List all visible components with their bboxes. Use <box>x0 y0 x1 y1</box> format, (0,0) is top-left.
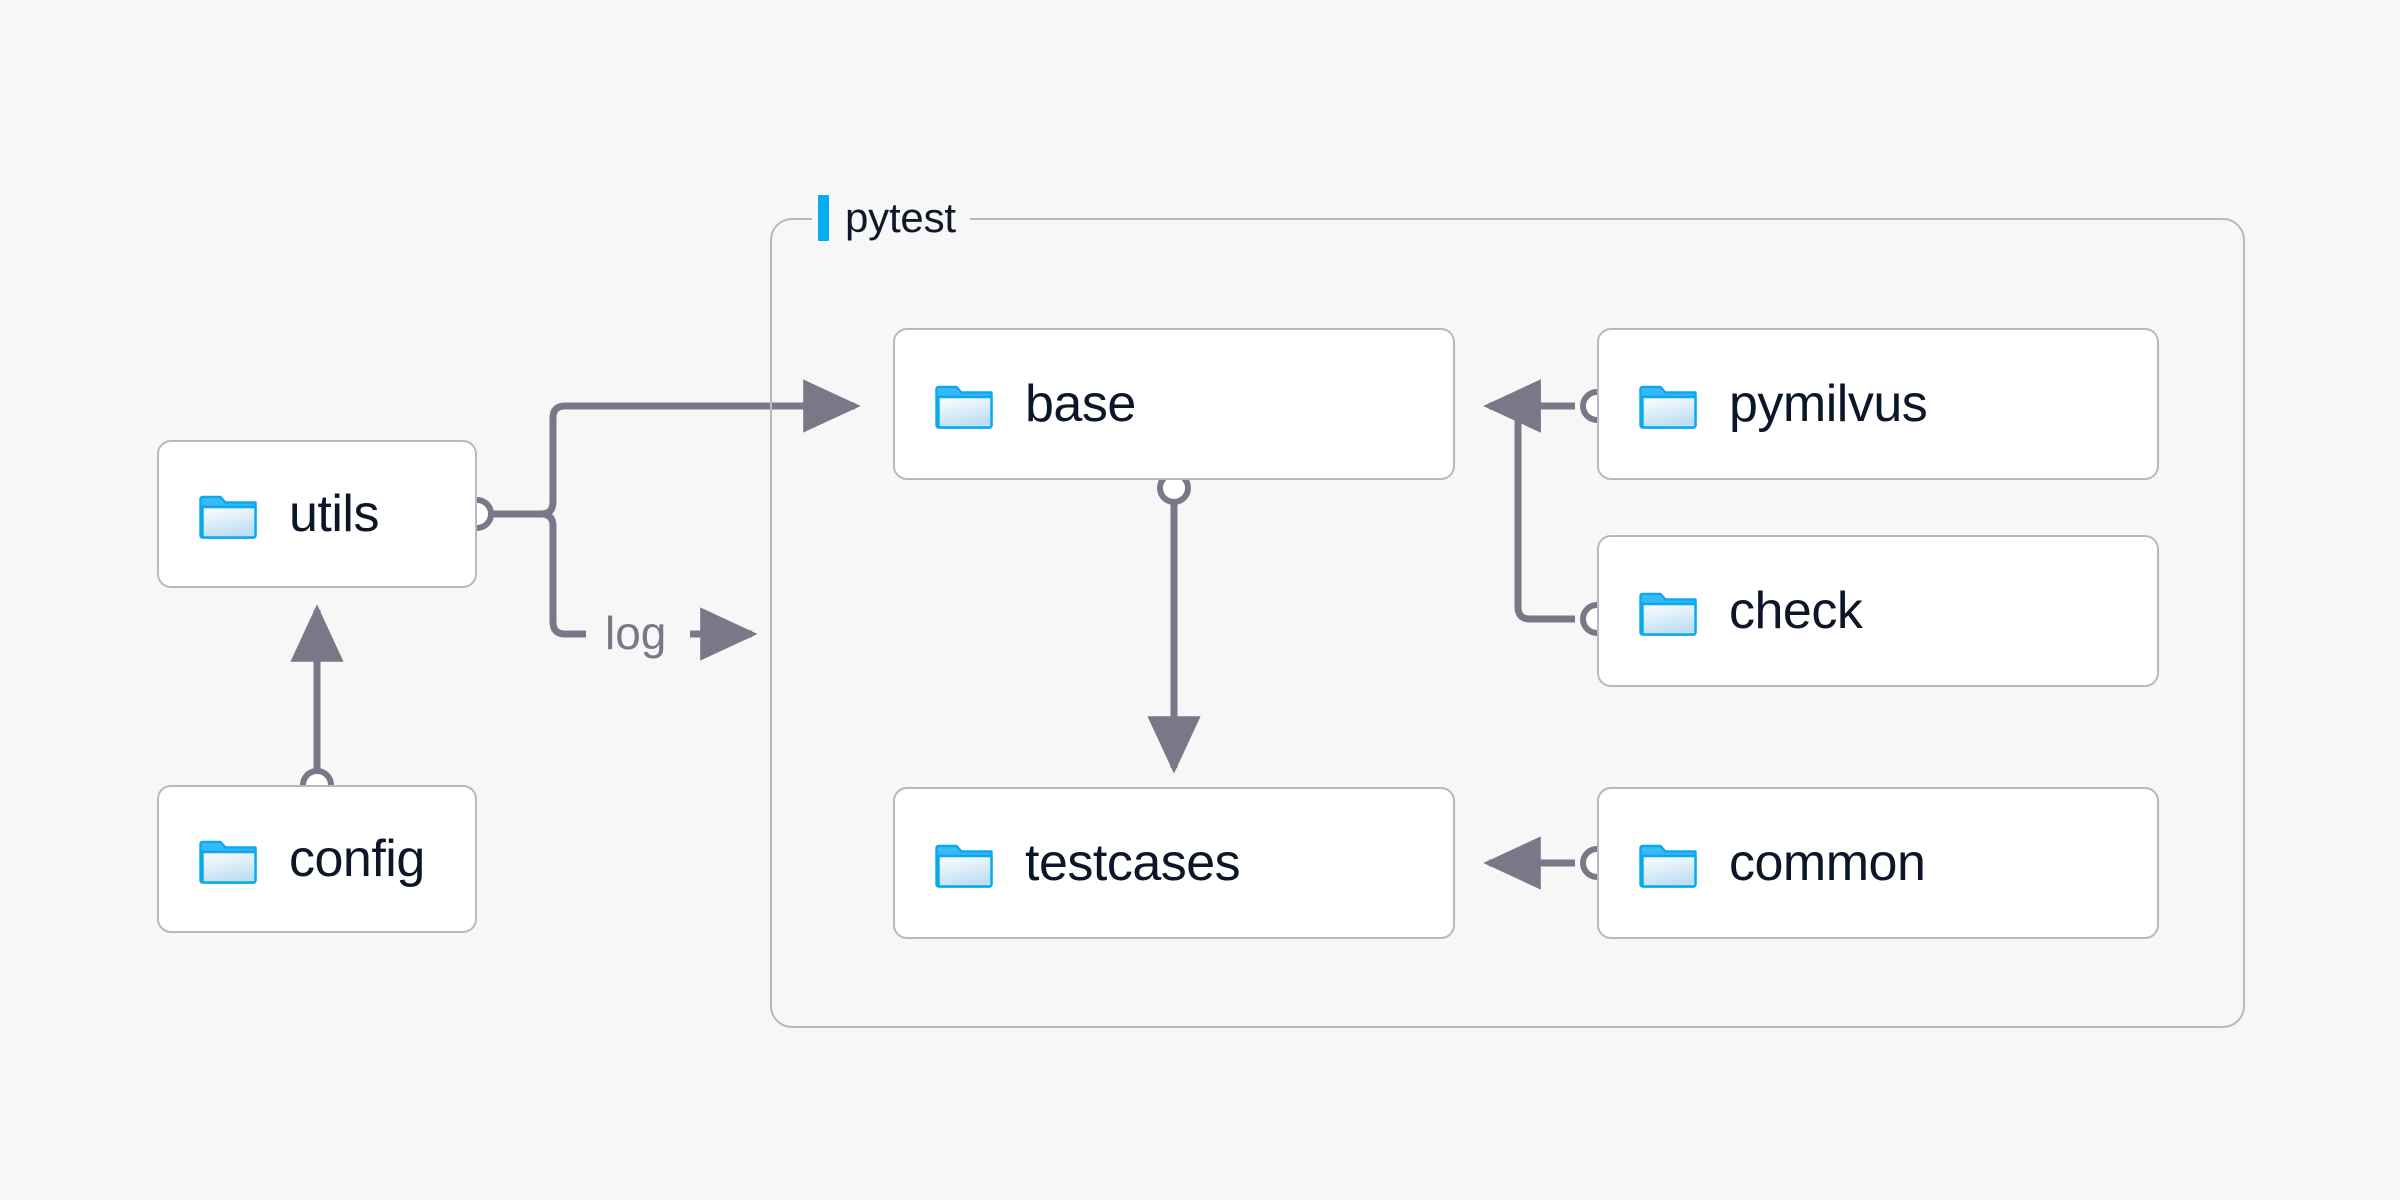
node-check[interactable]: check <box>1597 535 2159 687</box>
node-base[interactable]: base <box>893 328 1455 480</box>
node-testcases[interactable]: testcases <box>893 787 1455 939</box>
group-pytest[interactable] <box>770 218 2245 1028</box>
node-pymilvus[interactable]: pymilvus <box>1597 328 2159 480</box>
group-pytest-label-text: pytest <box>845 194 956 241</box>
folder-icon <box>935 385 993 429</box>
node-config-label: config <box>289 830 425 888</box>
folder-icon <box>199 840 257 884</box>
edge-utils-to-log <box>492 510 586 638</box>
node-utils-label: utils <box>289 485 379 543</box>
folder-icon <box>1639 385 1697 429</box>
node-base-label: base <box>1025 375 1136 433</box>
group-accent-bar <box>818 195 829 241</box>
edge-label-log[interactable]: log <box>595 610 677 656</box>
node-common[interactable]: common <box>1597 787 2159 939</box>
node-testcases-label: testcases <box>1025 834 1241 892</box>
node-common-label: common <box>1729 834 1926 892</box>
group-pytest-label[interactable]: pytest <box>812 190 970 246</box>
node-config[interactable]: config <box>157 785 477 933</box>
folder-icon <box>1639 592 1697 636</box>
node-utils[interactable]: utils <box>157 440 477 588</box>
node-pymilvus-label: pymilvus <box>1729 375 1928 433</box>
node-check-label: check <box>1729 582 1863 640</box>
folder-icon <box>199 495 257 539</box>
folder-icon <box>935 844 993 888</box>
folder-icon <box>1639 844 1697 888</box>
